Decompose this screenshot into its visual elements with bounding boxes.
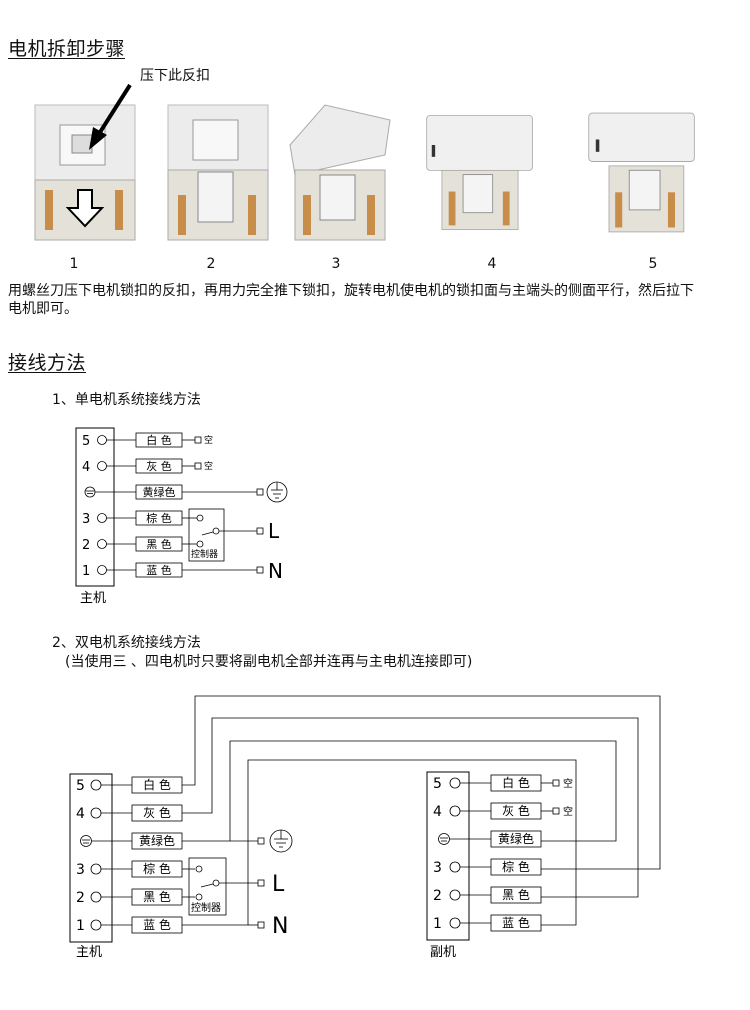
dual-motor-diagram: 5 4 3 2 1 白 色 灰 色 黄绿色 棕 色 黑 色 蓝 色 — [69, 695, 661, 960]
m-term-1: 1 — [76, 918, 85, 934]
sub-term-4: 4 — [433, 804, 442, 820]
sub-wire-brown: 棕 色 — [502, 859, 530, 874]
sub-empty-4: 空 — [563, 805, 573, 818]
s-empty-4: 空 — [204, 460, 213, 472]
s-term-4: 4 — [82, 460, 90, 475]
photo-label-2: 2 — [206, 256, 216, 272]
photo-step-4 — [426, 114, 533, 231]
m-term-4: 4 — [76, 806, 85, 822]
sub-wire-black: 黑 色 — [502, 888, 530, 902]
s-wire-brown: 棕 色 — [146, 511, 172, 525]
photo-label-4: 4 — [487, 256, 497, 272]
single-motor-heading: 1、单电机系统接线方法 — [52, 392, 201, 408]
s-wire-black: 黑 色 — [146, 537, 172, 551]
single-motor-diagram: 5 4 3 2 1 白 色 灰 色 黄绿色 棕 色 黑 色 蓝 色 — [75, 427, 288, 606]
s-L-label: L — [268, 519, 280, 543]
sub-term-5: 5 — [433, 776, 442, 792]
s-term-5: 5 — [82, 434, 90, 449]
m-term-2: 2 — [76, 890, 85, 906]
m-main-label: 主机 — [76, 945, 102, 960]
s-controller-label: 控制器 — [191, 548, 218, 560]
removal-instructions: 用螺丝刀压下电机锁扣的反扣，再用力完全推下锁扣，旋转电机使电机的锁扣面与主端头的… — [8, 283, 694, 317]
dual-motor-note: (当使用三 、四电机时只要将副电机全部并连再与主电机连接即可) — [65, 654, 473, 670]
sub-wire-grey: 灰 色 — [502, 804, 530, 818]
m-wire-blue: 蓝 色 — [143, 918, 171, 932]
s-term-1: 1 — [82, 564, 90, 579]
m-term-5: 5 — [76, 778, 85, 794]
m-L-label: L — [272, 872, 285, 897]
s-term-3: 3 — [82, 512, 90, 527]
sub-term-2: 2 — [433, 888, 442, 904]
sub-wire-blue: 蓝 色 — [502, 916, 530, 930]
m-wire-brown: 棕 色 — [143, 861, 171, 876]
wiring-title: 接线方法 — [8, 352, 87, 374]
sub-term-3: 3 — [433, 860, 442, 876]
sub-wire-yg: 黄绿色 — [498, 831, 534, 846]
photo-step-1 — [34, 104, 136, 241]
photo-label-5: 5 — [648, 256, 658, 272]
sub-label: 副机 — [430, 945, 456, 960]
m-controller-label: 控制器 — [191, 901, 221, 914]
m-wire-black: 黑 色 — [143, 890, 171, 904]
s-main-label: 主机 — [80, 591, 106, 606]
s-term-2: 2 — [82, 538, 90, 553]
s-wire-grey: 灰 色 — [146, 459, 172, 473]
removal-title: 电机拆卸步骤 — [8, 38, 126, 60]
callout-arrow — [89, 83, 132, 150]
sub-empty-5: 空 — [563, 777, 573, 790]
m-wire-grey: 灰 色 — [143, 806, 171, 820]
photo-label-3: 3 — [331, 256, 341, 272]
m-wire-yg: 黄绿色 — [139, 833, 175, 848]
photo-label-1: 1 — [69, 256, 79, 272]
s-empty-5: 空 — [204, 434, 213, 446]
dual-motor-heading: 2、双电机系统接线方法 — [52, 635, 201, 651]
sub-wire-white: 白 色 — [502, 775, 530, 790]
s-wire-yg: 黄绿色 — [143, 485, 176, 499]
photo-step-3 — [289, 104, 391, 241]
s-wire-blue: 蓝 色 — [146, 563, 172, 577]
callout-label: 压下此反扣 — [140, 68, 210, 84]
m-term-3: 3 — [76, 862, 85, 878]
s-wire-white: 白 色 — [146, 433, 172, 447]
photo-step-5 — [588, 112, 695, 233]
sub-term-1: 1 — [433, 916, 442, 932]
photo-step-2 — [167, 104, 269, 241]
m-wire-white: 白 色 — [143, 777, 171, 792]
m-N-label: N — [272, 914, 288, 939]
s-N-label: N — [268, 559, 283, 583]
